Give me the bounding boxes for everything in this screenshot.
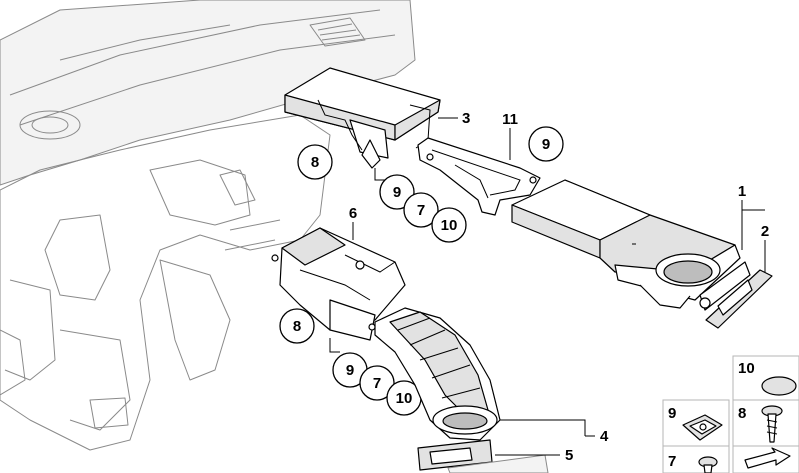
leader-line: [374, 168, 385, 181]
callout-bubble: [528, 126, 564, 162]
callout-bubble: [359, 365, 395, 401]
callout-bubble: [379, 174, 415, 210]
callout-8-upper: 8: [311, 154, 319, 171]
callout-10-box: 10: [738, 360, 755, 377]
rivet-icon: [698, 456, 718, 473]
callout-9-upper: 9: [393, 184, 401, 201]
clip-nut-icon: [682, 414, 723, 441]
part-4-console-duct: [368, 307, 501, 441]
callout-10-lower: 10: [396, 390, 413, 407]
part-11-bracket: [417, 137, 541, 216]
screw-icon: [761, 405, 783, 443]
plug-cap-icon: [761, 376, 797, 396]
part-5-trim-plate: [417, 439, 549, 473]
part-2-trim-bezel: [705, 269, 773, 329]
callout-7-upper: 7: [417, 202, 425, 219]
callout-bubble: [279, 308, 315, 344]
callout-9-bracket: 9: [542, 136, 550, 153]
callout-6: 6: [349, 205, 357, 222]
pointer-arrow-icon: [744, 447, 791, 469]
dashboard-background: [0, 0, 416, 451]
callout-9-box: 9: [668, 405, 676, 422]
part-1-cup-holder: [511, 179, 751, 311]
callout-10-upper: 10: [441, 217, 458, 234]
callout-3: 3: [462, 110, 470, 127]
fastener-box-7: [662, 445, 730, 473]
callout-bubble: [297, 144, 333, 180]
callout-bubble: [431, 207, 467, 243]
callout-7-box: 7: [668, 453, 676, 470]
callout-1: 1: [738, 183, 746, 200]
callout-bubble: [403, 192, 439, 228]
leader-line: [741, 200, 765, 211]
callout-9-lower: 9: [346, 362, 354, 379]
leader-line: [500, 419, 586, 436]
leader-line: [329, 338, 340, 353]
part-6-bracket-housing: [271, 227, 406, 341]
callout-11: 11: [502, 111, 518, 128]
callout-7-lower: 7: [373, 375, 381, 392]
callout-8-lower: 8: [293, 318, 301, 335]
callout-5: 5: [565, 447, 573, 464]
callout-2: 2: [761, 223, 769, 240]
callout-4: 4: [600, 428, 609, 445]
part-3-storage-tray: [284, 67, 441, 169]
callout-8-box: 8: [738, 405, 746, 422]
